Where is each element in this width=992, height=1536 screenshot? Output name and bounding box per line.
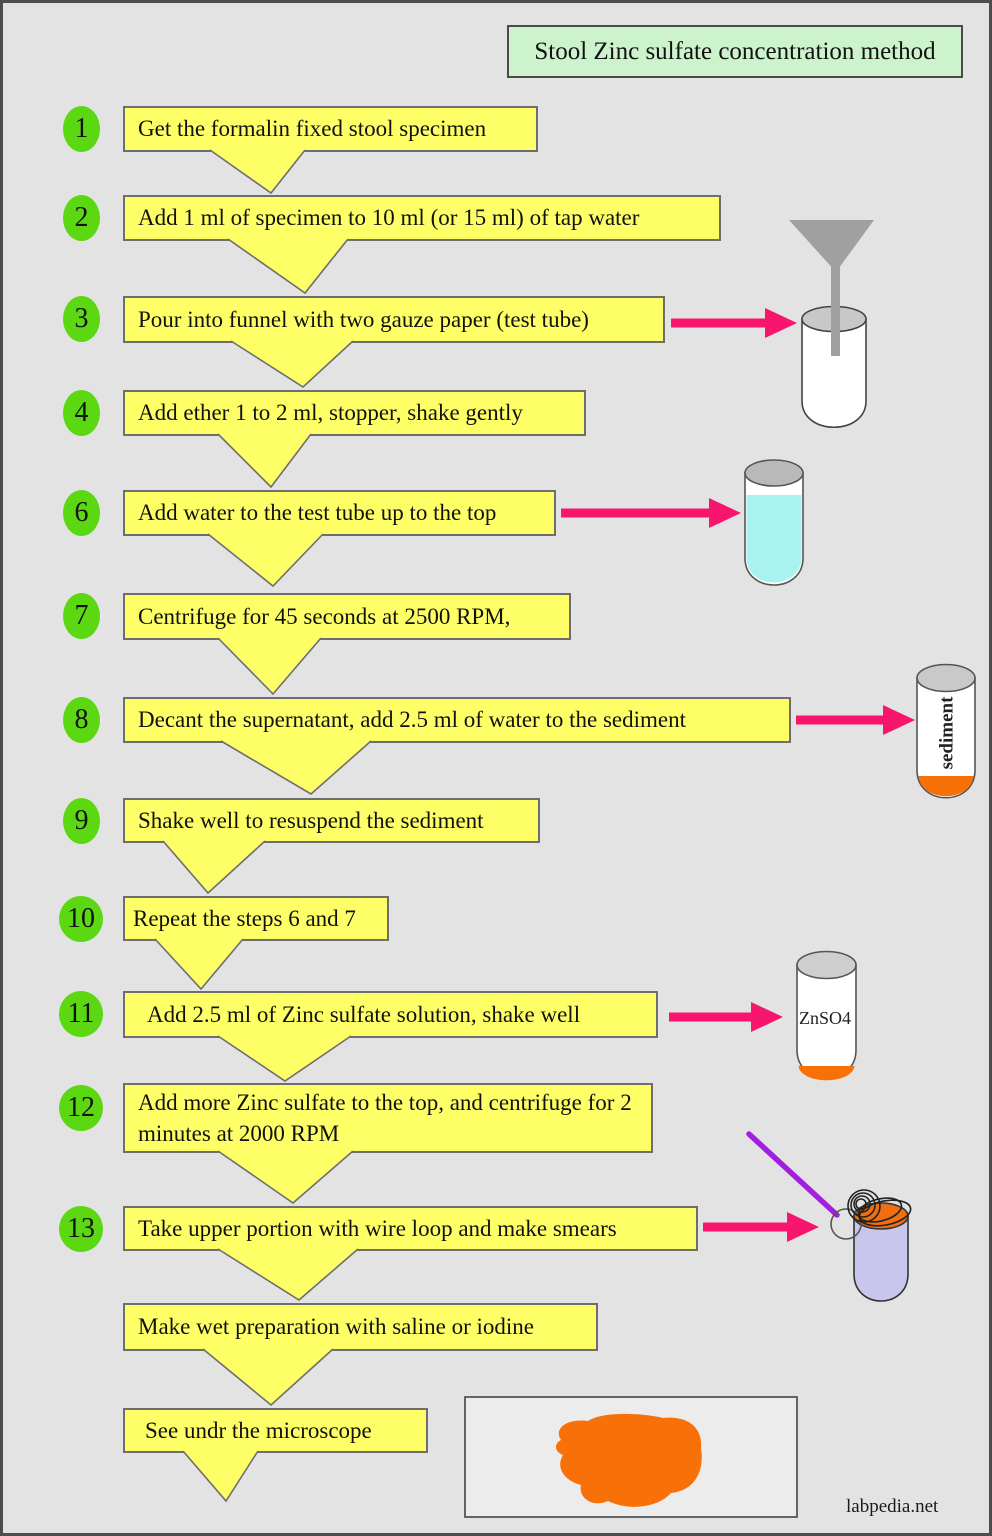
connector-down-icon [202, 1348, 334, 1407]
pointer-arrows [561, 308, 915, 1242]
connector-down-icon [227, 238, 349, 295]
step-box-7: Centrifuge for 45 seconds at 2500 RPM, [123, 593, 571, 640]
arrow-right-icon [671, 308, 797, 338]
step-number-7: 7 [63, 593, 100, 639]
arrow-right-icon [561, 498, 741, 528]
step-box-10: Repeat the steps 6 and 7 [123, 896, 389, 941]
znso4-tube-label: ZnSO4 [799, 1008, 851, 1028]
step-box-3: Pour into funnel with two gauze paper (t… [123, 296, 665, 343]
flow-connectors [154, 149, 372, 1503]
step-number-1: 1 [63, 106, 100, 152]
connector-down-icon [230, 340, 354, 389]
connector-down-icon [154, 938, 244, 991]
znso4-tube-icon: ZnSO4 [796, 950, 857, 1081]
wire-handle-icon [746, 1131, 840, 1218]
microscope-slide-icon [464, 1396, 798, 1518]
connector-down-icon [220, 740, 372, 795]
step-box-8: Decant the supernatant, add 2.5 ml of wa… [123, 697, 791, 743]
arrow-right-icon [669, 1002, 783, 1032]
step-box-1: Get the formalin fixed stool specimen [123, 106, 538, 152]
connector-down-icon [182, 1450, 259, 1503]
connector-down-icon [217, 1150, 354, 1205]
sediment-tube-icon: sediment [916, 663, 976, 799]
connector-down-icon [207, 533, 324, 588]
connector-down-icon [162, 840, 266, 895]
connector-down-icon [217, 1248, 359, 1301]
step-number-8: 8 [63, 697, 100, 743]
step-box-13: Take upper portion with wire loop and ma… [123, 1206, 698, 1251]
step-box-9: Shake well to resuspend the sediment [123, 798, 540, 843]
arrow-right-icon [703, 1212, 819, 1242]
step-box-12: Add more Zinc sulfate to the top, and ce… [123, 1083, 653, 1153]
connector-down-icon [217, 637, 322, 696]
step-number-10: 10 [59, 896, 103, 942]
step-box-11: Add 2.5 ml of Zinc sulfate solution, sha… [123, 991, 658, 1038]
smear-blob-icon [556, 1413, 702, 1507]
watermark: labpedia.net [846, 1496, 939, 1517]
arrow-right-icon [796, 705, 915, 735]
step-box-microscope: See undr the microscope [123, 1408, 428, 1453]
step-number-4: 4 [63, 390, 100, 436]
funnel-test-tube-icon [789, 220, 874, 429]
step-number-12: 12 [59, 1085, 103, 1131]
step-box-2: Add 1 ml of specimen to 10 ml (or 15 ml)… [123, 195, 721, 241]
step-box-4: Add ether 1 to 2 ml, stopper, shake gent… [123, 390, 586, 436]
wire-loop-coil-icon [830, 1189, 912, 1240]
step-number-13: 13 [59, 1206, 103, 1252]
sediment-tube-label: sediment [936, 696, 957, 770]
water-test-tube-icon [744, 459, 804, 586]
diagram-title: Stool Zinc sulfate concentration method [507, 25, 963, 78]
step-box-6: Add water to the test tube up to the top [123, 490, 556, 536]
wire-loop-tube-icon [746, 1131, 912, 1302]
step-box-wet-prep: Make wet preparation with saline or iodi… [123, 1303, 598, 1351]
step-number-6: 6 [63, 490, 100, 536]
step-number-3: 3 [63, 296, 100, 342]
step-number-2: 2 [63, 195, 100, 241]
connector-down-icon [217, 1035, 352, 1082]
step-number-9: 9 [63, 798, 100, 844]
connector-down-icon [209, 149, 306, 195]
step-number-11: 11 [59, 991, 103, 1037]
connector-down-icon [217, 433, 312, 489]
diagram-graphics: sediment ZnSO4 [154, 149, 976, 1518]
